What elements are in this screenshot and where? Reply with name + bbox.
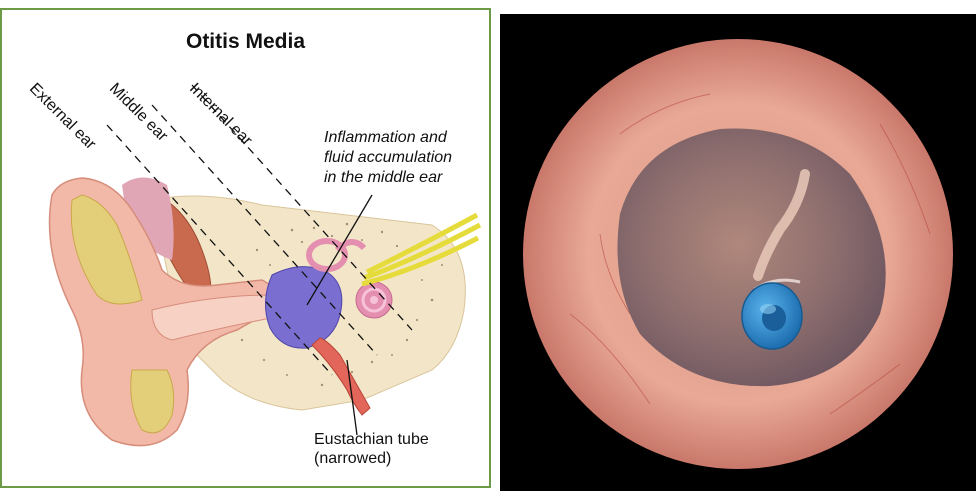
callout-inflammation-line-3: in the middle ear: [324, 168, 452, 188]
tympanic-membrane-photo: [500, 14, 976, 491]
callout-eustachian: Eustachian tube (narrowed): [314, 430, 429, 468]
callout-eustachian-line-1: Eustachian tube: [314, 430, 429, 449]
callout-inflammation-line-2: fluid accumulation: [324, 148, 452, 168]
tympanostomy-tube: [742, 283, 802, 349]
callout-inflammation: Inflammation and fluid accumulation in t…: [324, 128, 452, 188]
ear-anatomy-illustration: [2, 10, 491, 488]
otitis-diagram-panel: Otitis Media External ear Middle ear Int…: [0, 8, 491, 488]
callout-inflammation-line-1: Inflammation and: [324, 128, 452, 148]
diagram-title: Otitis Media: [2, 30, 489, 54]
otoscope-photo-panel: [500, 14, 976, 491]
callout-eustachian-line-2: (narrowed): [314, 449, 429, 468]
